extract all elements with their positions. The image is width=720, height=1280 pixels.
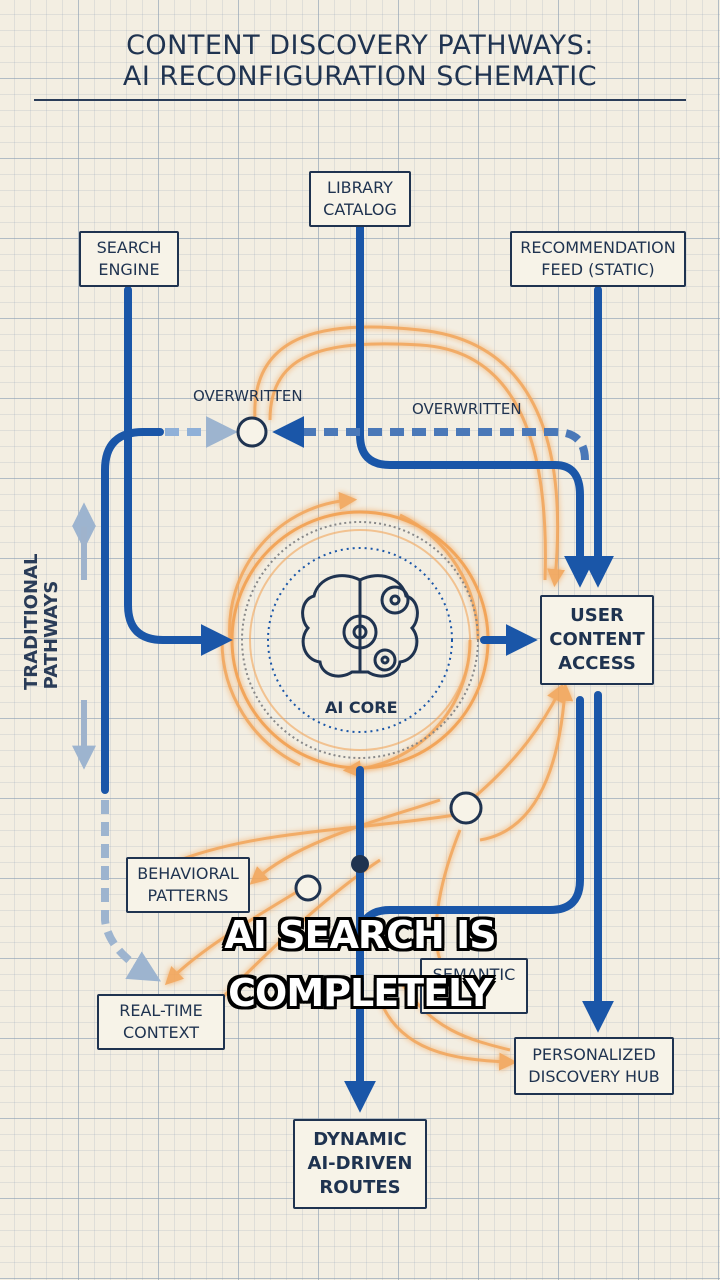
ai-curve-personalized: [378, 999, 518, 1071]
ai-curve-behavioral: [249, 798, 441, 885]
node-search-engine: SEARCH ENGINE: [79, 231, 179, 287]
caption-overlay: AI SEARCH IS COMPLETELY: [0, 906, 720, 1022]
node-semantic: SEMANTIC S: [420, 958, 528, 1014]
ai-curve-personalized-2: [398, 979, 511, 1052]
ai-curve-right-1: [464, 683, 564, 807]
node-dynamic-ai-routes: DYNAMIC AI-DRIVEN ROUTES: [293, 1119, 427, 1209]
core-output-node: [351, 855, 369, 873]
page-title: CONTENT DISCOVERY PATHWAYS: AI RECONFIGU…: [0, 30, 720, 92]
ai-loop-top-inner: [268, 342, 547, 581]
path-left-loop: [101, 428, 164, 794]
ai-curve-left: [179, 813, 456, 862]
title-divider: [34, 99, 686, 101]
title-line-1: CONTENT DISCOVERY PATHWAYS:: [126, 30, 594, 61]
node-recommendation-feed: RECOMMENDATION FEED (STATIC): [510, 231, 686, 287]
label-ai-core: AI CORE: [325, 698, 398, 717]
node-real-time-context: REAL-TIME CONTEXT: [97, 994, 225, 1050]
traditional-pathways: [101, 222, 614, 1113]
overwritten-pathways: [101, 416, 589, 982]
hub-node-right: [449, 791, 483, 825]
ai-curve-right-2: [479, 682, 574, 842]
hub-node-left: [294, 874, 322, 902]
brain-gear-icon: [301, 574, 419, 678]
path-library-catalog: [356, 222, 596, 588]
ai-curve-semantic: [434, 829, 462, 961]
ai-loop-top: [253, 325, 565, 588]
ai-core-ring-3: [220, 639, 301, 767]
label-overwritten-right: OVERWRITTEN: [412, 400, 522, 418]
caption-line-2: COMPLETELY: [228, 971, 493, 1015]
ai-curve-realtime-1: [164, 888, 301, 986]
title-line-2: AI RECONFIGURATION SCHEMATIC: [122, 61, 598, 92]
ai-core-ring-4: [399, 513, 480, 641]
node-user-content-access: USER CONTENT ACCESS: [540, 595, 654, 685]
node-behavioral-patterns: BEHAVIORAL PATTERNS: [126, 857, 250, 913]
node-personalized-discovery-hub: PERSONALIZED DISCOVERY HUB: [514, 1037, 674, 1095]
label-traditional-pathways: TRADITIONAL PATHWAYS: [21, 553, 62, 690]
label-overwritten-left: OVERWRITTEN: [193, 387, 303, 405]
node-library-catalog: LIBRARY CATALOG: [309, 171, 411, 227]
path-search-engine: [124, 286, 233, 656]
junction-nodes: [236, 416, 483, 902]
caption-line-1: AI SEARCH IS: [224, 913, 496, 957]
overwritten-node: [236, 416, 268, 448]
ai-core-ring-outer: [228, 491, 358, 641]
